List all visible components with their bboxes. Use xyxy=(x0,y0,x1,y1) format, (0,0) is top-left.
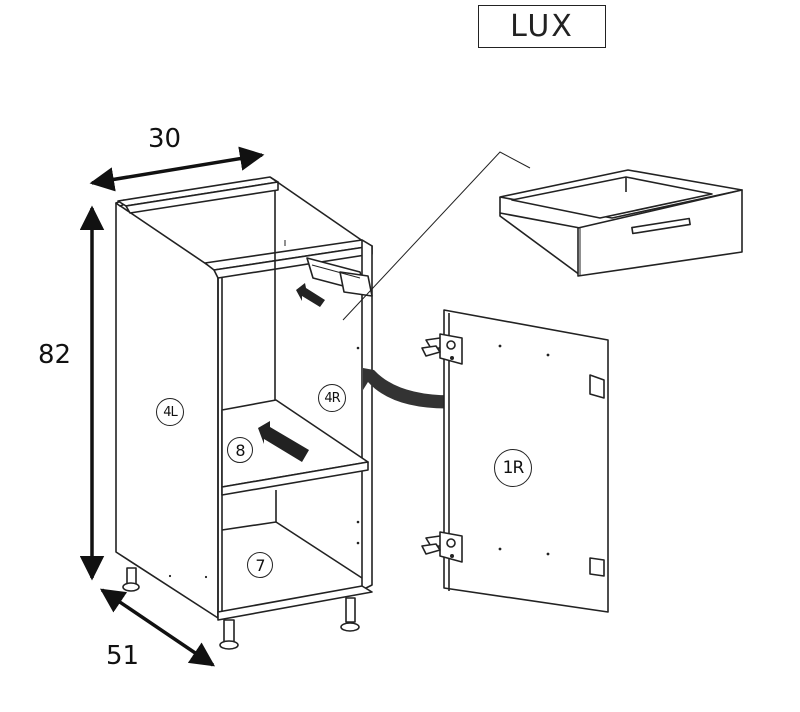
part-label-left-side: 4L xyxy=(156,398,184,426)
door-hinge-icon xyxy=(421,531,463,563)
hinge-plate-icon xyxy=(284,240,373,297)
height-dimension-label: 82 xyxy=(38,340,72,370)
series-label-box: LUX xyxy=(478,5,606,48)
width-dimension-label: 30 xyxy=(148,124,182,154)
drawer-detail xyxy=(499,169,743,277)
part-label-bottom: 7 xyxy=(247,552,273,578)
part-label-right-side: 4R xyxy=(318,384,346,412)
depth-dimension-label: 51 xyxy=(106,641,140,671)
cabinet-carcass xyxy=(115,176,373,650)
part-label-door: 1R xyxy=(494,449,532,487)
depth-dimension-line xyxy=(99,588,216,667)
shelf-insert-arrow-icon xyxy=(258,421,309,462)
detail-leader-line xyxy=(342,151,531,321)
plate-arrow-icon xyxy=(296,283,325,307)
part-label-shelf: 8 xyxy=(227,437,253,463)
width-dimension-line xyxy=(89,146,265,192)
door-hinge-icon xyxy=(421,333,463,365)
